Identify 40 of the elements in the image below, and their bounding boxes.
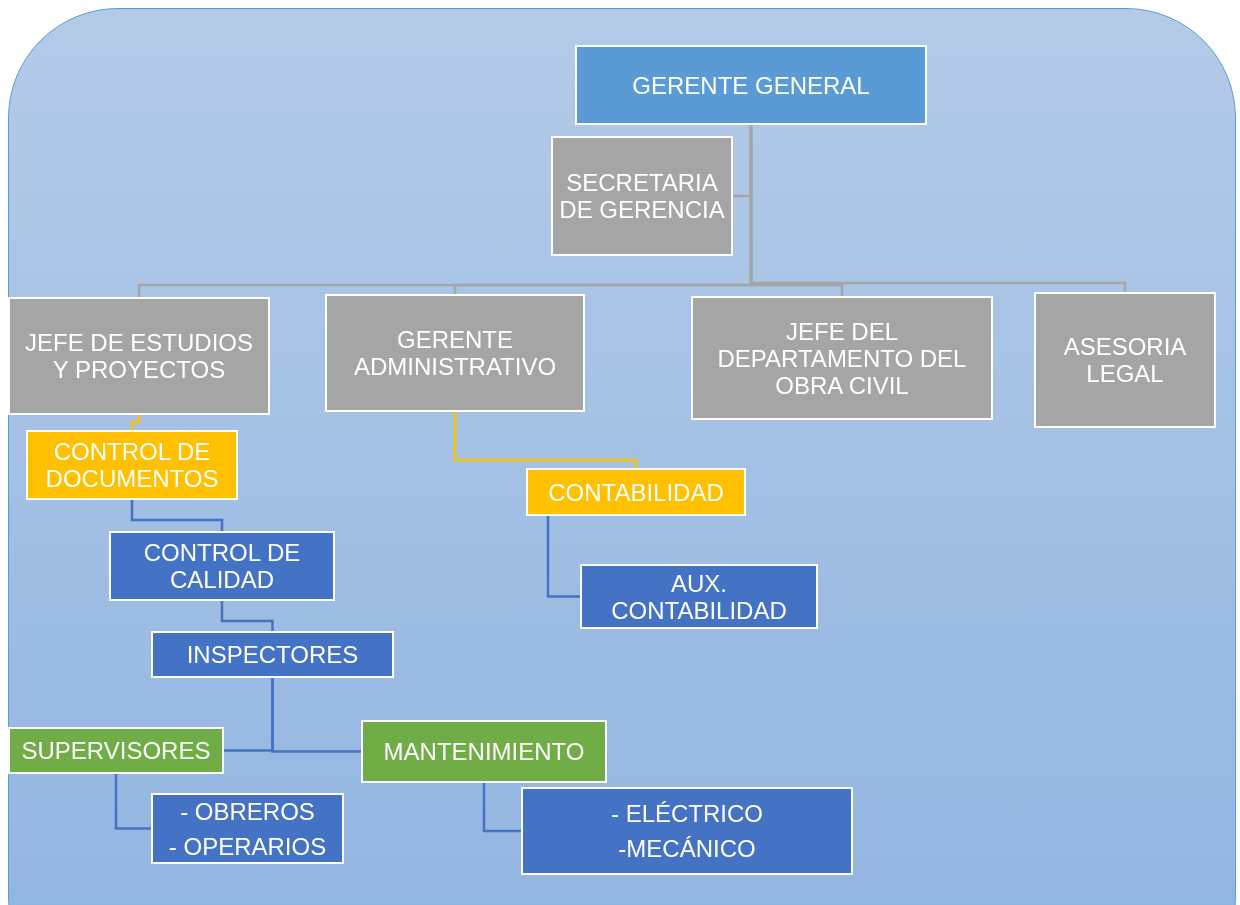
node-label: - OBREROS: [180, 796, 315, 827]
department-box: [109, 531, 335, 601]
position-box: [1034, 292, 1216, 428]
connector-line: [453, 412, 638, 468]
connector-line: [546, 516, 580, 598]
node-label: MANTENIMIENTO: [383, 738, 585, 765]
position-box: [151, 631, 394, 678]
node-label: INSPECTORES: [186, 641, 359, 668]
staff-box: [521, 787, 853, 875]
node-label: ASESORIA LEGAL: [1062, 333, 1188, 387]
connector-line: [220, 601, 274, 631]
position-box: [551, 136, 733, 256]
node-label: JEFE DE ESTUDIOS Y PROYECTOS: [23, 329, 254, 383]
department-box: [361, 720, 607, 783]
node-label: AUX. CONTABILIDAD: [610, 569, 788, 624]
node-label: GERENTE ADMINISTRATIVO: [352, 326, 558, 380]
connector-line: [271, 678, 361, 753]
position-box: [580, 564, 818, 629]
node-label: SUPERVISORES: [21, 737, 211, 764]
position-box: [8, 727, 224, 774]
staff-box: [151, 793, 344, 864]
node-label: CONTROL DE CALIDAD: [142, 539, 302, 593]
node-label: CONTROL DE DOCUMENTOS: [44, 438, 220, 492]
node-label: CONTABILIDAD: [548, 478, 724, 506]
node-label: -MECÁNICO: [618, 834, 756, 864]
department-box: [26, 430, 238, 500]
connector-line: [114, 774, 151, 830]
position-box: [575, 45, 927, 125]
node-label: SECRETARIA DE GERENCIA: [558, 169, 726, 223]
connector-line: [130, 500, 224, 531]
node-label: - OPERARIOS: [168, 831, 327, 862]
node-label: - ELÉCTRICO: [611, 799, 763, 829]
position-box: [325, 294, 585, 412]
node-label: GERENTE GENERAL: [632, 71, 870, 99]
connector-line: [482, 783, 521, 833]
position-box: [691, 296, 993, 420]
position-box: [8, 297, 270, 415]
connector-line: [130, 415, 141, 430]
department-box: [526, 468, 746, 516]
node-label: JEFE DEL DEPARTAMENTO DEL OBRA CIVIL: [716, 317, 968, 399]
